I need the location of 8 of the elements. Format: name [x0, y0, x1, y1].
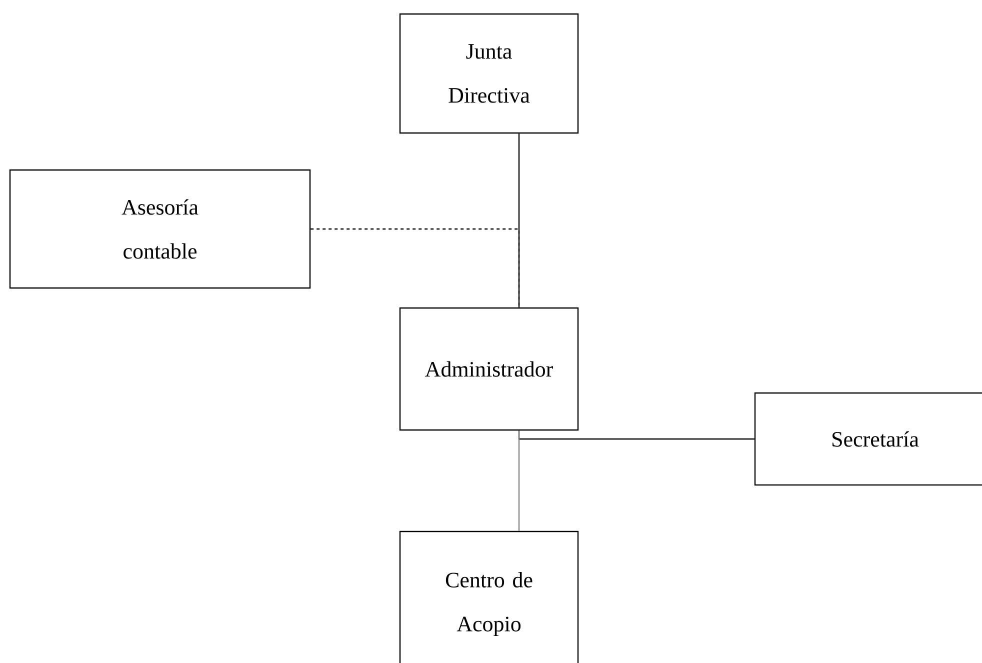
org-box: Centro de Acopio — [399, 530, 579, 663]
org-box: Asesoría contable — [9, 169, 311, 289]
connector-line — [310, 228, 520, 308]
org-box: Administrador — [399, 307, 579, 431]
org-box: Secretaría — [754, 392, 982, 486]
org-box: Junta Directiva — [399, 13, 579, 134]
connector-line — [518, 430, 520, 531]
connector-line — [518, 134, 520, 308]
